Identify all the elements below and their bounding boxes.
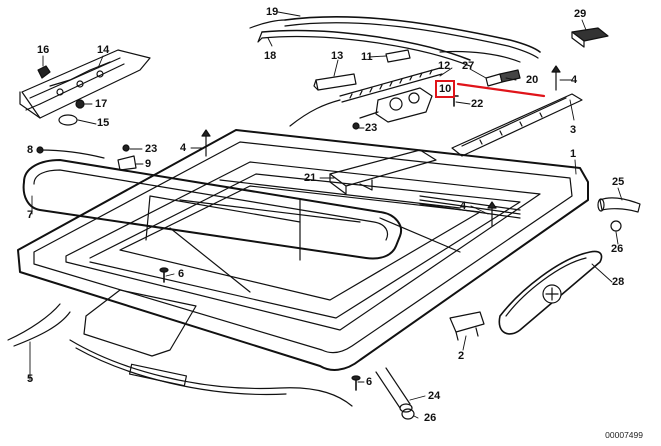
sunroof-frame-1 xyxy=(17,129,589,371)
callout-3: 3 xyxy=(570,124,577,136)
callout-19: 19 xyxy=(266,6,279,18)
clamp-26-right xyxy=(610,220,622,232)
callout-5: 5 xyxy=(27,373,34,385)
callout-8: 8 xyxy=(27,144,34,156)
clip-11 xyxy=(385,49,411,63)
clip-20 xyxy=(499,69,521,83)
callout-1: 1 xyxy=(570,148,577,160)
callout-10-highlighted: 10 xyxy=(435,80,456,98)
callout-13: 13 xyxy=(331,50,344,62)
callout-25: 25 xyxy=(612,176,625,188)
cable-8 xyxy=(39,149,105,159)
bracket-9 xyxy=(117,155,137,171)
callout-6-upper: 6 xyxy=(178,268,185,280)
callout-11: 11 xyxy=(361,51,373,63)
screw-23-mid xyxy=(352,122,360,130)
callout-12: 12 xyxy=(438,60,451,72)
callout-4-top: 4 xyxy=(571,74,578,86)
callout-27: 27 xyxy=(462,60,475,72)
callout-15: 15 xyxy=(97,117,110,129)
screw-23-left xyxy=(122,144,130,152)
callout-4-mid: 4 xyxy=(460,200,467,212)
callout-21: 21 xyxy=(304,172,317,184)
screw-4-left xyxy=(201,129,211,157)
callout-26-bottom: 26 xyxy=(424,412,437,424)
seal-28 xyxy=(498,250,603,335)
slide-rail xyxy=(19,49,151,119)
clip-16 xyxy=(37,65,51,79)
callout-18: 18 xyxy=(264,50,277,62)
highlight-pointer xyxy=(456,82,546,98)
roof-panel-7 xyxy=(22,159,402,260)
callout-2: 2 xyxy=(458,350,465,362)
drain-tube-24 xyxy=(375,367,413,413)
callout-26-right: 26 xyxy=(611,243,624,255)
screw-6-upper xyxy=(159,267,169,283)
callout-23-mid: 23 xyxy=(365,122,378,134)
clamp-26-bottom xyxy=(401,408,415,420)
callout-29: 29 xyxy=(574,8,587,20)
pad-15 xyxy=(58,114,78,126)
callout-9: 9 xyxy=(145,158,152,170)
callout-24: 24 xyxy=(428,390,441,402)
seal-strip xyxy=(249,15,541,59)
screw-6-lower xyxy=(351,375,361,391)
callout-23-left: 23 xyxy=(145,143,158,155)
callout-22: 22 xyxy=(471,98,484,110)
callout-14: 14 xyxy=(97,44,110,56)
bracket-13 xyxy=(313,73,357,91)
drive-rack xyxy=(289,67,443,127)
callout-4-left: 4 xyxy=(180,142,187,154)
callout-28: 28 xyxy=(612,276,625,288)
callout-7: 7 xyxy=(27,209,34,221)
base-plate xyxy=(83,289,197,357)
drive-cables-5 xyxy=(7,303,353,407)
callout-20: 20 xyxy=(526,74,539,86)
bracket-2 xyxy=(449,311,485,341)
callout-16: 16 xyxy=(37,44,50,56)
wind-deflector xyxy=(257,29,521,67)
guide-rail-3 xyxy=(451,93,583,157)
leader-lines xyxy=(29,11,623,419)
callout-6-lower: 6 xyxy=(366,376,373,388)
drain-hose-25 xyxy=(597,197,641,213)
part-block xyxy=(571,27,609,48)
screw-4-mid xyxy=(487,201,497,227)
clip-27 xyxy=(485,73,503,87)
screw-4-top xyxy=(551,65,561,91)
diagram-reference-number: 00007499 xyxy=(605,430,643,440)
screw-17 xyxy=(75,99,85,109)
drive-unit xyxy=(359,87,433,123)
callout-17: 17 xyxy=(95,98,108,110)
